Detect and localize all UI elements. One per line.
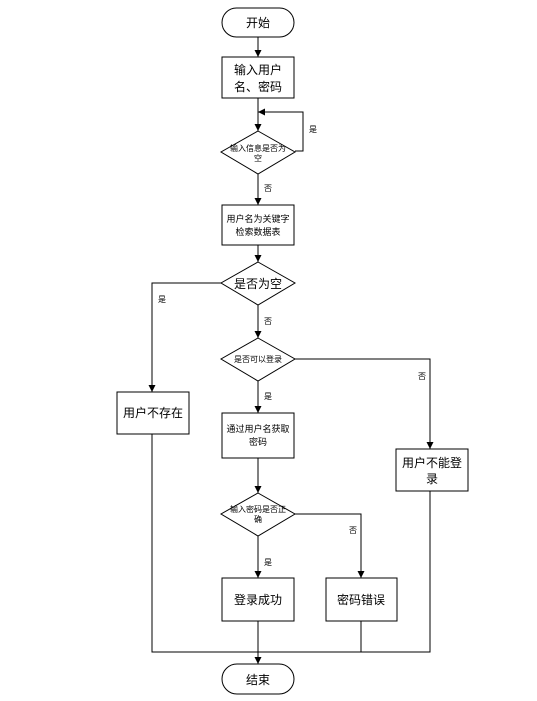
node-start-label: 开始 bbox=[246, 16, 270, 30]
edge-canlogin-no-to-cannot bbox=[295, 358, 434, 449]
node-get-password-line2: 密码 bbox=[249, 436, 267, 448]
node-user-not-exist-label: 用户不存在 bbox=[123, 405, 183, 420]
node-check-password-line2: 确 bbox=[254, 514, 262, 524]
edge-notexist-to-end bbox=[151, 434, 258, 653]
node-check-can-login-label: 是否可以登录 bbox=[234, 354, 282, 364]
node-check-input-empty-line1: 输入信息是否为 bbox=[230, 143, 286, 153]
label-input-empty-yes: 是 bbox=[309, 125, 317, 134]
node-check-password-line1: 输入密码是否正 bbox=[230, 504, 286, 514]
node-input-credentials-line2: 名、密码 bbox=[234, 79, 282, 94]
edge-checkpw-no-to-error bbox=[295, 513, 365, 578]
node-end-label: 结束 bbox=[246, 673, 270, 687]
label-can-login-no: 否 bbox=[418, 372, 426, 381]
node-get-password: 通过用户名获取 密码 bbox=[221, 412, 295, 459]
edge-empty-yes-to-notexist bbox=[148, 282, 221, 392]
node-start: 开始 bbox=[221, 7, 295, 38]
node-check-password: 输入密码是否正 确 bbox=[220, 492, 296, 537]
label-password-yes: 是 bbox=[264, 558, 272, 567]
edge-check-loop-yes bbox=[258, 108, 304, 152]
node-login-success-label: 登录成功 bbox=[234, 592, 282, 607]
edge-cannot-to-end bbox=[361, 491, 431, 653]
node-end: 结束 bbox=[221, 663, 295, 695]
label-can-login-yes: 是 bbox=[264, 392, 272, 401]
node-get-password-line1: 通过用户名获取 bbox=[226, 423, 289, 435]
node-check-input-empty-line2: 空 bbox=[254, 153, 262, 163]
node-user-cannot-login-line2: 录 bbox=[426, 472, 438, 486]
node-query-table-line2: 检索数据表 bbox=[235, 226, 280, 238]
node-check-input-empty: 输入信息是否为 空 bbox=[220, 130, 296, 175]
node-password-error: 密码错误 bbox=[325, 577, 398, 622]
label-result-empty-no: 否 bbox=[264, 317, 272, 326]
node-user-cannot-login-line1: 用户不能登 bbox=[402, 455, 462, 470]
node-password-error-label: 密码错误 bbox=[337, 592, 385, 607]
node-check-result-empty-label: 是否为空 bbox=[234, 277, 282, 291]
node-check-result-empty: 是否为空 bbox=[220, 261, 296, 306]
edge-error-to-end bbox=[258, 621, 362, 653]
node-login-success: 登录成功 bbox=[221, 577, 295, 622]
node-user-not-exist: 用户不存在 bbox=[116, 391, 190, 435]
node-user-cannot-login: 用户不能登 录 bbox=[395, 448, 469, 492]
node-input-credentials: 输入用户 名、密码 bbox=[221, 56, 295, 99]
node-input-credentials-line1: 输入用户 bbox=[234, 62, 282, 77]
edges bbox=[148, 37, 434, 664]
node-query-table-line1: 用户名为关键字 bbox=[226, 213, 289, 225]
label-password-no: 否 bbox=[349, 526, 357, 535]
node-check-can-login: 是否可以登录 bbox=[220, 337, 296, 382]
label-result-empty-yes: 是 bbox=[158, 295, 166, 304]
label-input-empty-no: 否 bbox=[264, 184, 272, 193]
node-query-table: 用户名为关键字 检索数据表 bbox=[221, 204, 295, 246]
edge-labels: 是 否 是 否 否 是 否 是 bbox=[158, 125, 426, 567]
